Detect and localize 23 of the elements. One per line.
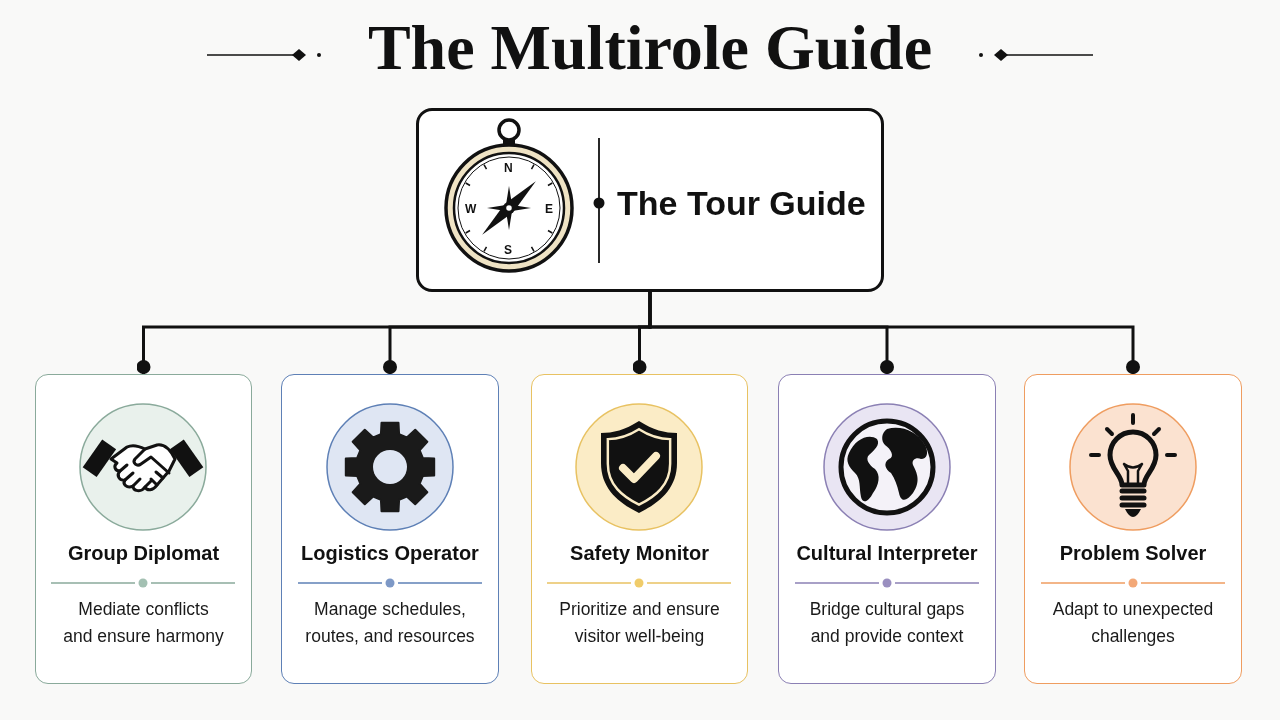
role-card [778,374,996,684]
connector-line [648,292,1140,374]
role-heading: Group Diplomat [67,541,220,565]
title: The Multirole Guide [367,11,933,85]
role-description: Bridge cultural gaps and provide context [808,598,966,648]
compass-direction-label: S [504,243,512,257]
compass-direction-label: W [465,202,477,216]
role-heading: Logistics Operator [301,541,479,565]
role-card [531,374,748,684]
role-heading: Problem Solver [1059,541,1207,565]
compass-direction-label: E [545,202,553,216]
role-box [416,108,884,292]
node-title: The Tour Guide [617,183,866,223]
role-description: Prioritize and ensure visitor well-being [558,598,721,648]
role-heading: Safety Monitor [570,541,709,565]
role-description: Mediate conflicts and ensure harmony [62,598,225,648]
role-card [35,374,252,684]
role-heading: Cultural Interpreter [796,541,978,565]
role-card [1024,374,1242,684]
role-description: Adapt to unexpected challenges [1051,598,1215,648]
compass-direction-label: N [504,161,513,175]
role-description: Manage schedules, routes, and resources [304,598,476,648]
role-card [281,374,499,684]
